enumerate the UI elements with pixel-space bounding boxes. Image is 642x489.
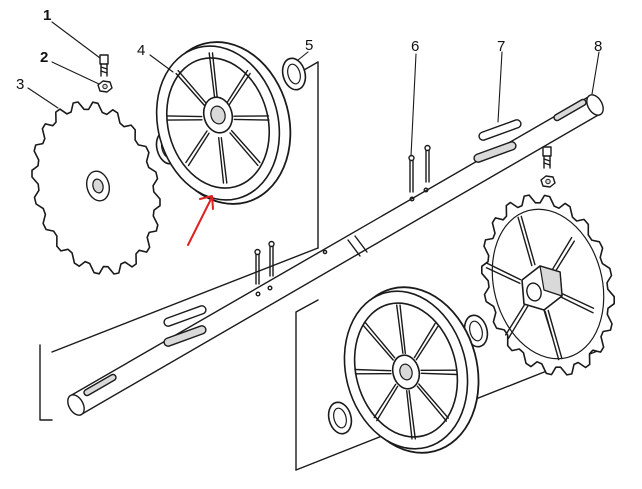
spoke-edge [396, 304, 404, 354]
spoke-edge [558, 295, 594, 314]
nut-right [540, 175, 556, 188]
spoke-edge [363, 325, 394, 361]
spoke-edge [230, 129, 261, 164]
spoke-edge [185, 130, 208, 164]
callout-1: 1 [43, 7, 51, 24]
callout-5: 5 [305, 37, 313, 54]
spoke-edge [406, 390, 413, 440]
bolt-right [542, 146, 552, 169]
spoke-edge [175, 72, 206, 107]
sprocket-right [481, 194, 615, 376]
callout-7: 7 [497, 38, 505, 55]
spoke-edge [211, 52, 219, 100]
callout-6: 6 [411, 38, 419, 55]
spoke-edge [220, 136, 228, 184]
sprocket-left [31, 101, 161, 275]
spoke-edge [505, 302, 527, 336]
nut-left [97, 80, 113, 93]
spoke-edge [420, 372, 458, 376]
leader-lines [27, 21, 600, 157]
spoke-edge [416, 385, 448, 422]
key-upper [473, 119, 522, 163]
spoke-edge [517, 216, 533, 267]
bolt-left [99, 54, 109, 77]
key-lower [163, 305, 207, 347]
spoke-edge [373, 383, 397, 419]
spoke-edge [418, 383, 449, 419]
spoke-edge [228, 72, 251, 106]
pins-lower [254, 240, 275, 285]
wheel-upper [155, 41, 292, 205]
pins-upper [408, 144, 431, 193]
spoke-edge [229, 132, 259, 167]
spoke-edge [233, 118, 270, 121]
washer-bottom [327, 401, 353, 435]
callout-2: 2 [40, 49, 48, 66]
callout-4: 4 [137, 42, 145, 59]
callout-3: 3 [16, 76, 24, 93]
spoke-edge [507, 305, 529, 340]
spoke-edge [486, 262, 522, 281]
spoke-edge [415, 325, 439, 361]
spoke-edge [399, 304, 406, 354]
spoke-edge [376, 385, 399, 422]
callout-labels: 1 2 3 4 5 6 7 8 [16, 7, 602, 93]
spoke-edge [166, 115, 203, 118]
spoke-edge [520, 215, 536, 266]
spoke-edge [354, 368, 392, 372]
spoke-edge [553, 240, 575, 274]
spoke-edge [408, 390, 416, 440]
spoke-edge [226, 69, 249, 104]
callout-8: 8 [594, 38, 602, 55]
highlight-arrow [187, 195, 214, 246]
spoke-edge [485, 267, 521, 284]
spoke-edge [217, 136, 225, 184]
wheel-lower [343, 286, 480, 454]
spoke-edge [208, 52, 216, 100]
spoke-edge [413, 322, 436, 359]
shaft [67, 94, 604, 416]
washer-top [281, 57, 307, 91]
spoke-edge [187, 132, 210, 167]
spoke-edge [364, 322, 396, 359]
spoke-edge [551, 236, 573, 271]
spoke-edge [559, 292, 595, 309]
spoke-edge [177, 69, 207, 104]
spoke-edge [547, 309, 563, 360]
